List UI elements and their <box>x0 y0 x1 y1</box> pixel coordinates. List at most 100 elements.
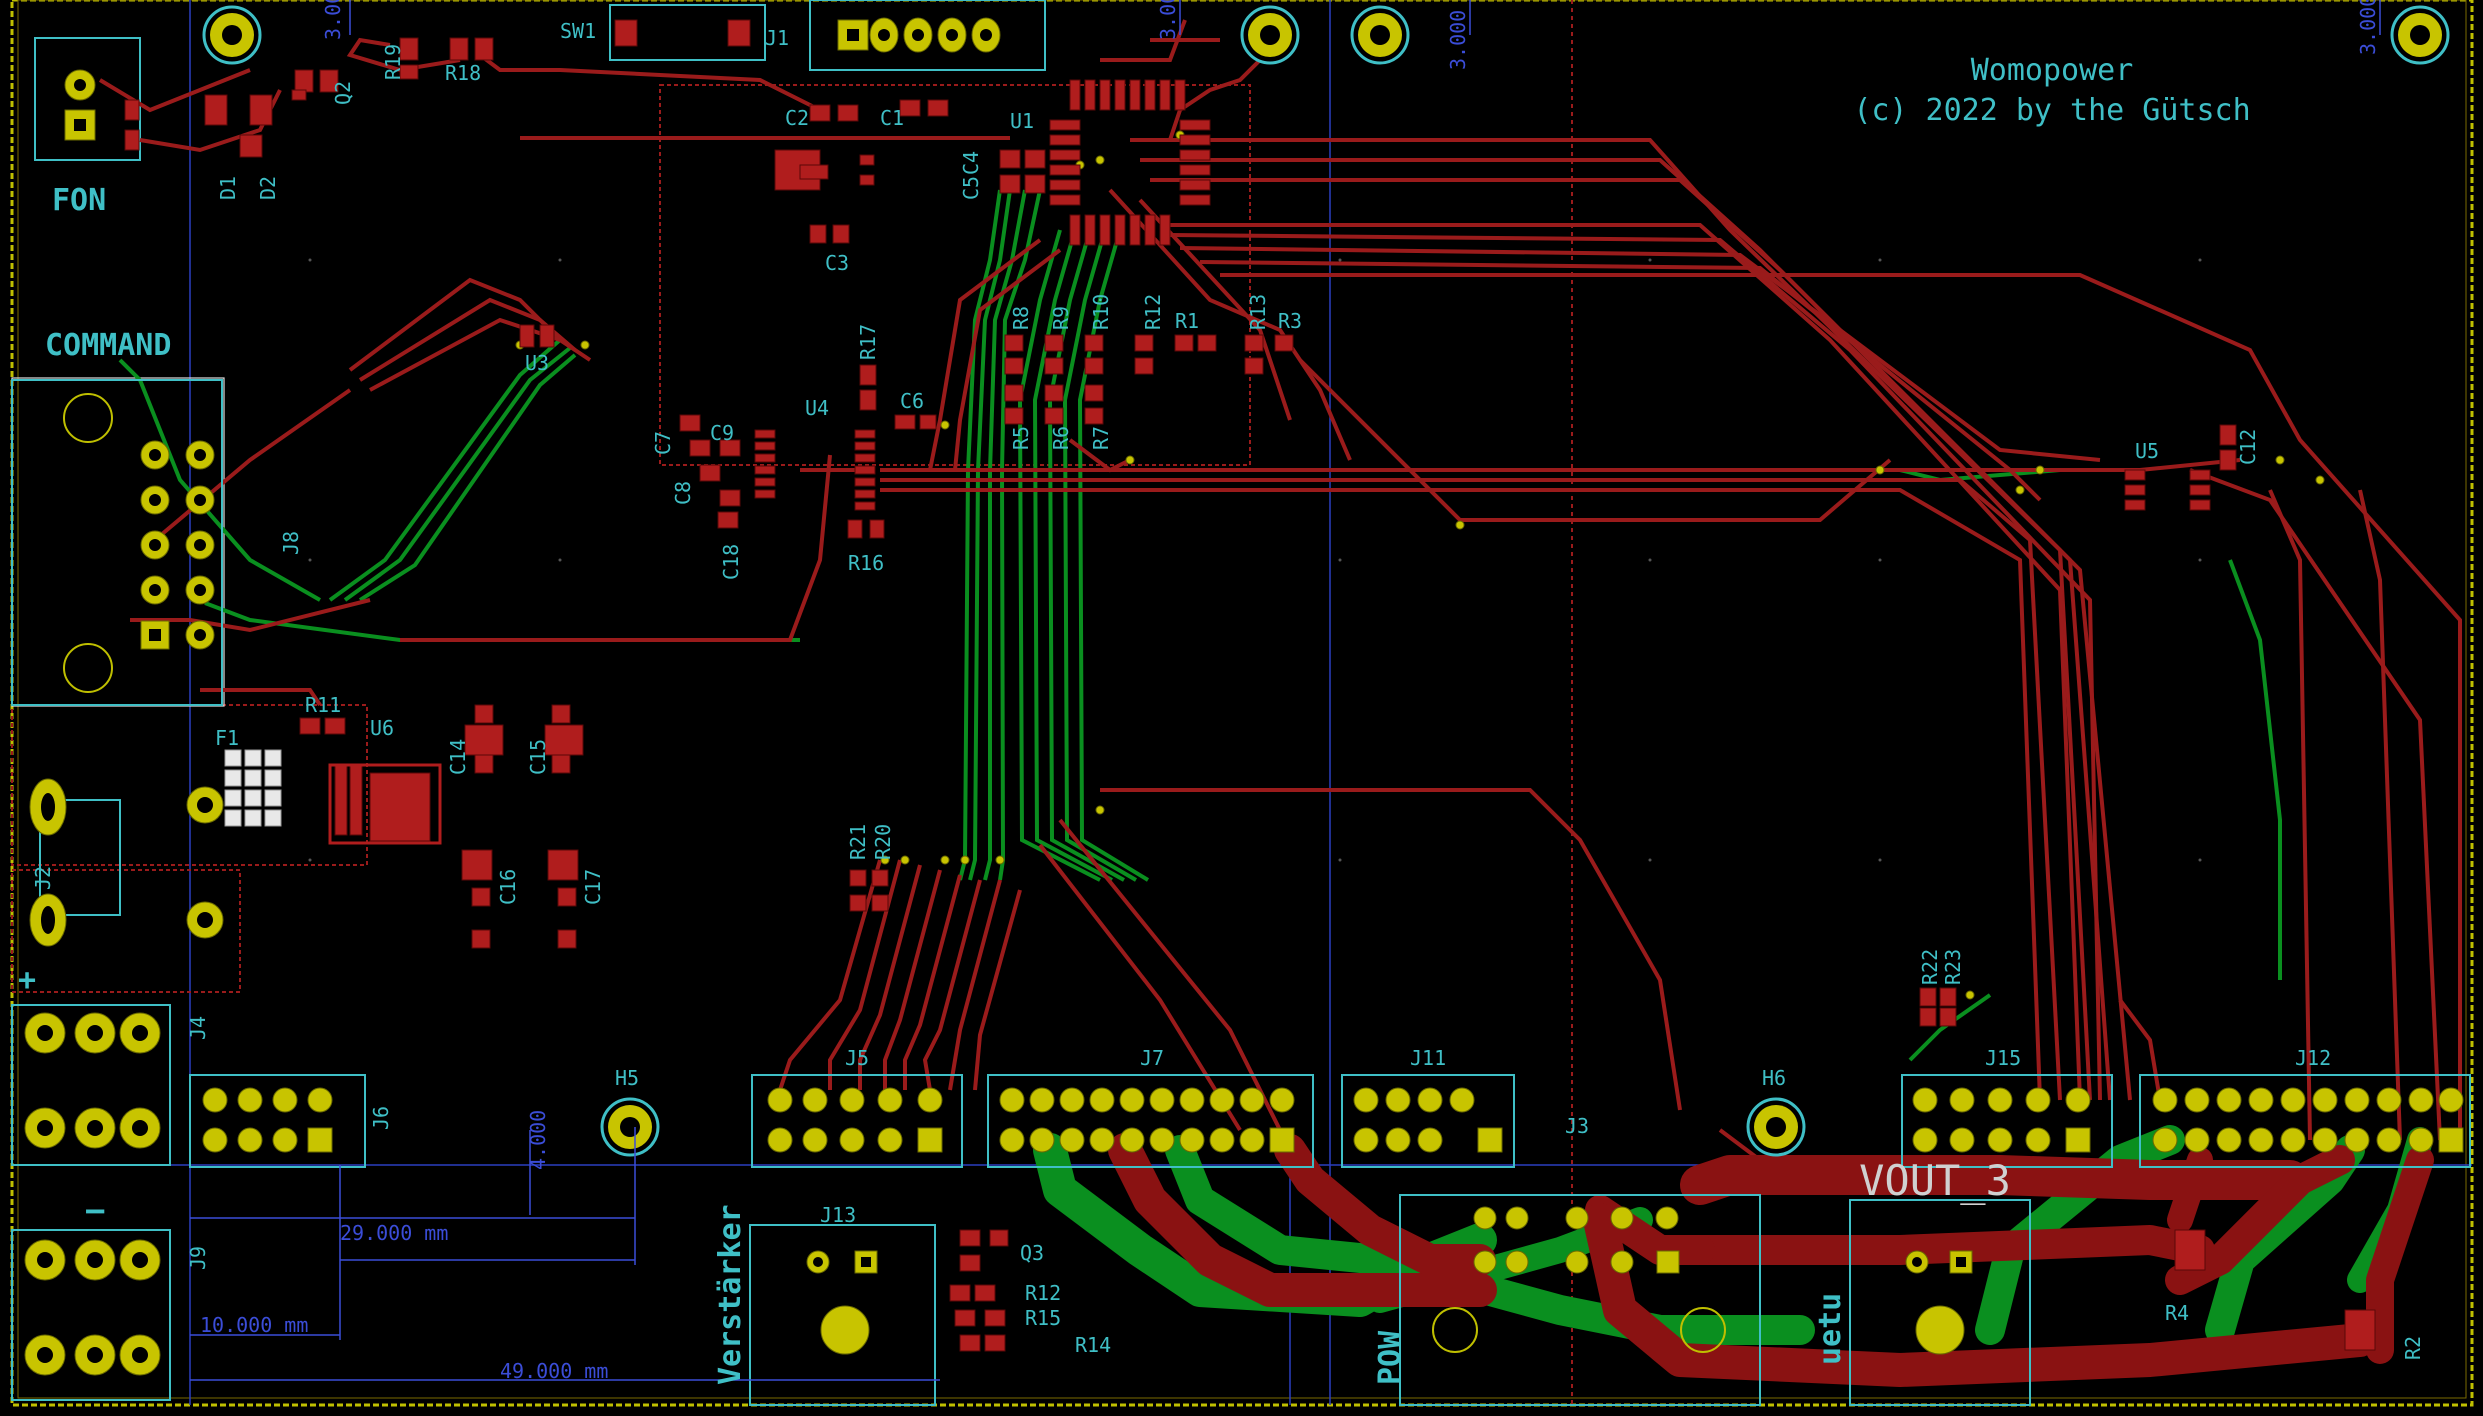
svg-text:C5: C5 <box>959 176 983 200</box>
label-verstaerker: Verstärker <box>713 1204 748 1385</box>
svg-text:R21: R21 <box>846 824 870 860</box>
svg-text:C2: C2 <box>785 106 809 130</box>
through-hole-pads[interactable] <box>24 17 2464 1376</box>
svg-text:R11: R11 <box>305 693 341 717</box>
vias <box>515 130 2325 1000</box>
svg-text:R9: R9 <box>1049 306 1073 330</box>
svg-text:J7: J7 <box>1140 1046 1164 1070</box>
svg-text:49.000 mm: 49.000 mm <box>500 1359 608 1383</box>
svg-text:R16: R16 <box>848 551 884 575</box>
svg-text:U5: U5 <box>2135 439 2159 463</box>
svg-text:3.000: 3.000 <box>1156 0 1180 40</box>
svg-text:J12: J12 <box>2295 1046 2331 1070</box>
svg-text:J15: J15 <box>1985 1046 2021 1070</box>
svg-text:R13: R13 <box>1246 294 1270 330</box>
svg-text:C18: C18 <box>719 544 743 580</box>
svg-text:R1: R1 <box>1175 309 1199 333</box>
svg-text:C17: C17 <box>581 869 605 905</box>
reference-designators: J1 SW1 R19 R18 Q2 D1 D2 C2 C1 U1 C4 C5 C… <box>31 19 2425 1360</box>
svg-text:3.000: 3.000 <box>321 0 345 40</box>
svg-text:C3: C3 <box>825 251 849 275</box>
dimension-lines <box>190 0 2381 1381</box>
silkscreen-circles <box>63 393 1726 1353</box>
label-fon: FON <box>52 183 106 218</box>
svg-text:J1: J1 <box>765 26 789 50</box>
svg-text:3.000: 3.000 <box>1446 10 1470 70</box>
label-command: COMMAND <box>45 328 171 363</box>
svg-text:R12: R12 <box>1141 294 1165 330</box>
svg-text:C15: C15 <box>526 739 550 775</box>
svg-text:C8: C8 <box>671 481 695 505</box>
svg-text:U1: U1 <box>1010 109 1034 133</box>
front-copper-traces <box>98 19 2462 1172</box>
smd-pads[interactable] <box>124 19 2376 1352</box>
svg-text:D1: D1 <box>216 176 240 200</box>
svg-text:C12: C12 <box>2236 429 2260 465</box>
svg-text:SW1: SW1 <box>560 19 596 43</box>
svg-text:J13: J13 <box>820 1203 856 1227</box>
connector-outlines <box>11 0 2471 1406</box>
svg-text:R12: R12 <box>1025 1281 1061 1305</box>
svg-text:H5: H5 <box>615 1066 639 1090</box>
svg-text:U4: U4 <box>805 396 829 420</box>
svg-text:J6: J6 <box>369 1106 393 1130</box>
svg-text:J11: J11 <box>1410 1046 1446 1070</box>
svg-text:J5: J5 <box>845 1046 869 1070</box>
fuse-f1[interactable] <box>224 749 282 827</box>
svg-text:R15: R15 <box>1025 1306 1061 1330</box>
svg-text:C6: C6 <box>900 389 924 413</box>
svg-text:R7: R7 <box>1089 426 1113 450</box>
svg-text:F1: F1 <box>215 726 239 750</box>
svg-text:R17: R17 <box>856 324 880 360</box>
grid-dots <box>308 258 2202 862</box>
svg-text:H6: H6 <box>1762 1066 1786 1090</box>
section-labels: FON COMMAND + − Verstärker POW uetu <box>18 183 1848 1385</box>
svg-text:C16: C16 <box>496 869 520 905</box>
svg-text:R19: R19 <box>381 44 405 80</box>
svg-text:J8: J8 <box>279 531 303 555</box>
label-ausgang: uetu <box>1813 1293 1848 1365</box>
svg-text:10.000 mm: 10.000 mm <box>200 1313 308 1337</box>
svg-text:Q2: Q2 <box>331 81 355 105</box>
svg-text:U3: U3 <box>525 351 549 375</box>
svg-text:Q3: Q3 <box>1020 1241 1044 1265</box>
pad-drill-holes <box>37 29 1966 1363</box>
svg-text:4.000: 4.000 <box>526 1110 550 1170</box>
label-plus: + <box>18 963 36 998</box>
dimension-texts: 29.000 mm 10.000 mm 49.000 mm 4.000 3.00… <box>200 0 2380 1383</box>
svg-text:R3: R3 <box>1278 309 1302 333</box>
svg-text:J4: J4 <box>186 1016 210 1040</box>
svg-text:D2: D2 <box>256 176 280 200</box>
svg-text:J2: J2 <box>31 866 55 890</box>
svg-text:R8: R8 <box>1009 306 1033 330</box>
project-title: Womopower <box>1971 53 2134 88</box>
svg-text:R22: R22 <box>1918 949 1942 985</box>
svg-text:C9: C9 <box>710 421 734 445</box>
label-power: POW <box>1373 1330 1408 1385</box>
svg-text:C14: C14 <box>446 739 470 775</box>
svg-text:R18: R18 <box>445 61 481 85</box>
svg-text:C7: C7 <box>651 431 675 455</box>
copyright-text: (c) 2022 by the Gütsch <box>1853 93 2250 128</box>
svg-text:R2: R2 <box>2401 1336 2425 1360</box>
svg-text:J3: J3 <box>1565 1114 1589 1138</box>
svg-text:R6: R6 <box>1049 426 1073 450</box>
svg-text:J9: J9 <box>186 1246 210 1270</box>
svg-text:29.000 mm: 29.000 mm <box>340 1221 448 1245</box>
label-minus: − <box>85 1191 105 1231</box>
title-block: Womopower (c) 2022 by the Gütsch VOUT_3 <box>1853 53 2250 1205</box>
svg-text:R14: R14 <box>1075 1333 1111 1357</box>
svg-text:C1: C1 <box>880 106 904 130</box>
svg-text:R20: R20 <box>871 824 895 860</box>
svg-text:R5: R5 <box>1009 426 1033 450</box>
svg-text:3.000: 3.000 <box>2356 0 2380 55</box>
svg-text:R4: R4 <box>2165 1301 2189 1325</box>
svg-text:R23: R23 <box>1941 949 1965 985</box>
svg-text:R10: R10 <box>1089 294 1113 330</box>
mounting-holes[interactable] <box>202 5 2450 1157</box>
svg-text:C4: C4 <box>959 151 983 175</box>
svg-text:U6: U6 <box>370 716 394 740</box>
vout-label: VOUT_3 <box>1859 1156 2011 1205</box>
